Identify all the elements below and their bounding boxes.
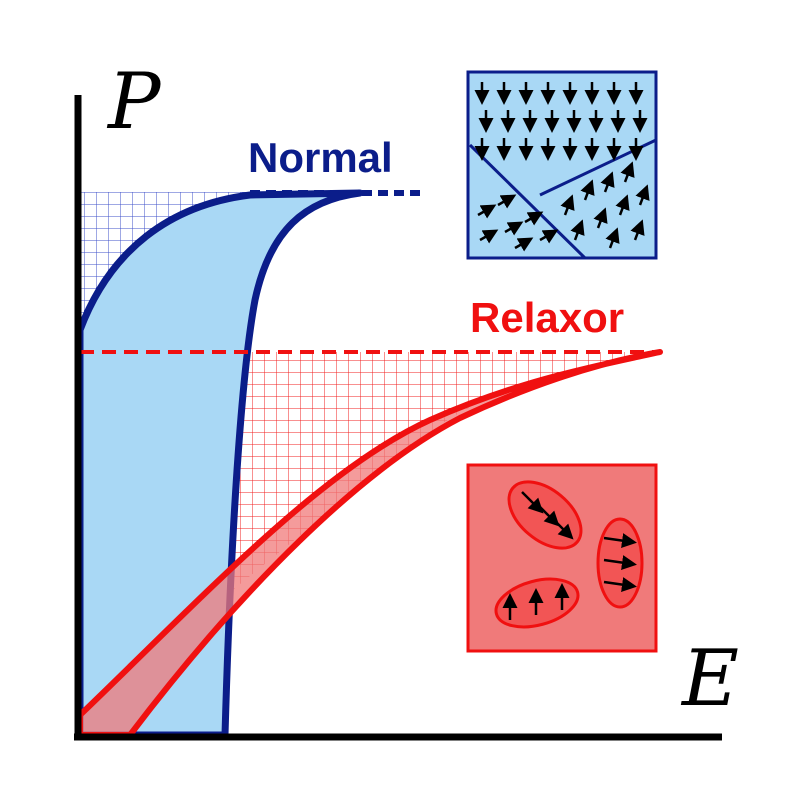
up-arrow-icon: [615, 194, 630, 216]
normal-label: Normal: [248, 134, 393, 181]
relaxor-label: Relaxor: [470, 294, 624, 341]
x-axis-label: E: [680, 634, 739, 724]
nanoregion-arrows-group: [502, 491, 637, 620]
y-axis-label: P: [106, 57, 162, 147]
diagonal-arrow-icon: [479, 229, 499, 244]
normal-domain-inset: [466, 70, 658, 260]
relaxor-nanoregion-inset: [466, 463, 658, 653]
up-arrow-icon: [620, 161, 635, 183]
diagonal-arrow-icon: [504, 221, 524, 236]
up-arrow-icon: [605, 227, 620, 249]
domain-arrows-group: [474, 82, 650, 252]
up-arrow-icon: [560, 194, 575, 216]
up-arrow-icon: [570, 219, 585, 241]
polar-arrow-icon: [521, 491, 544, 514]
diagonal-arrow-icon: [514, 237, 534, 252]
polar-arrow-icon: [603, 555, 637, 571]
up-arrow-icon: [580, 179, 595, 201]
up-arrow-icon: [630, 219, 645, 241]
polar-arrow-icon: [603, 577, 637, 593]
normal-hysteresis-loop: [76, 189, 364, 739]
diagonal-arrow-icon: [477, 204, 497, 219]
polar-arrow-icon: [551, 517, 574, 540]
up-arrow-icon: [635, 184, 650, 206]
polar-arrow-icon: [603, 533, 637, 549]
up-arrow-icon: [593, 207, 608, 229]
diagonal-arrow-icon: [539, 229, 559, 244]
diagonal-arrow-icon: [497, 194, 517, 209]
up-arrow-icon: [600, 171, 615, 193]
diagonal-arrow-icon: [524, 211, 544, 226]
